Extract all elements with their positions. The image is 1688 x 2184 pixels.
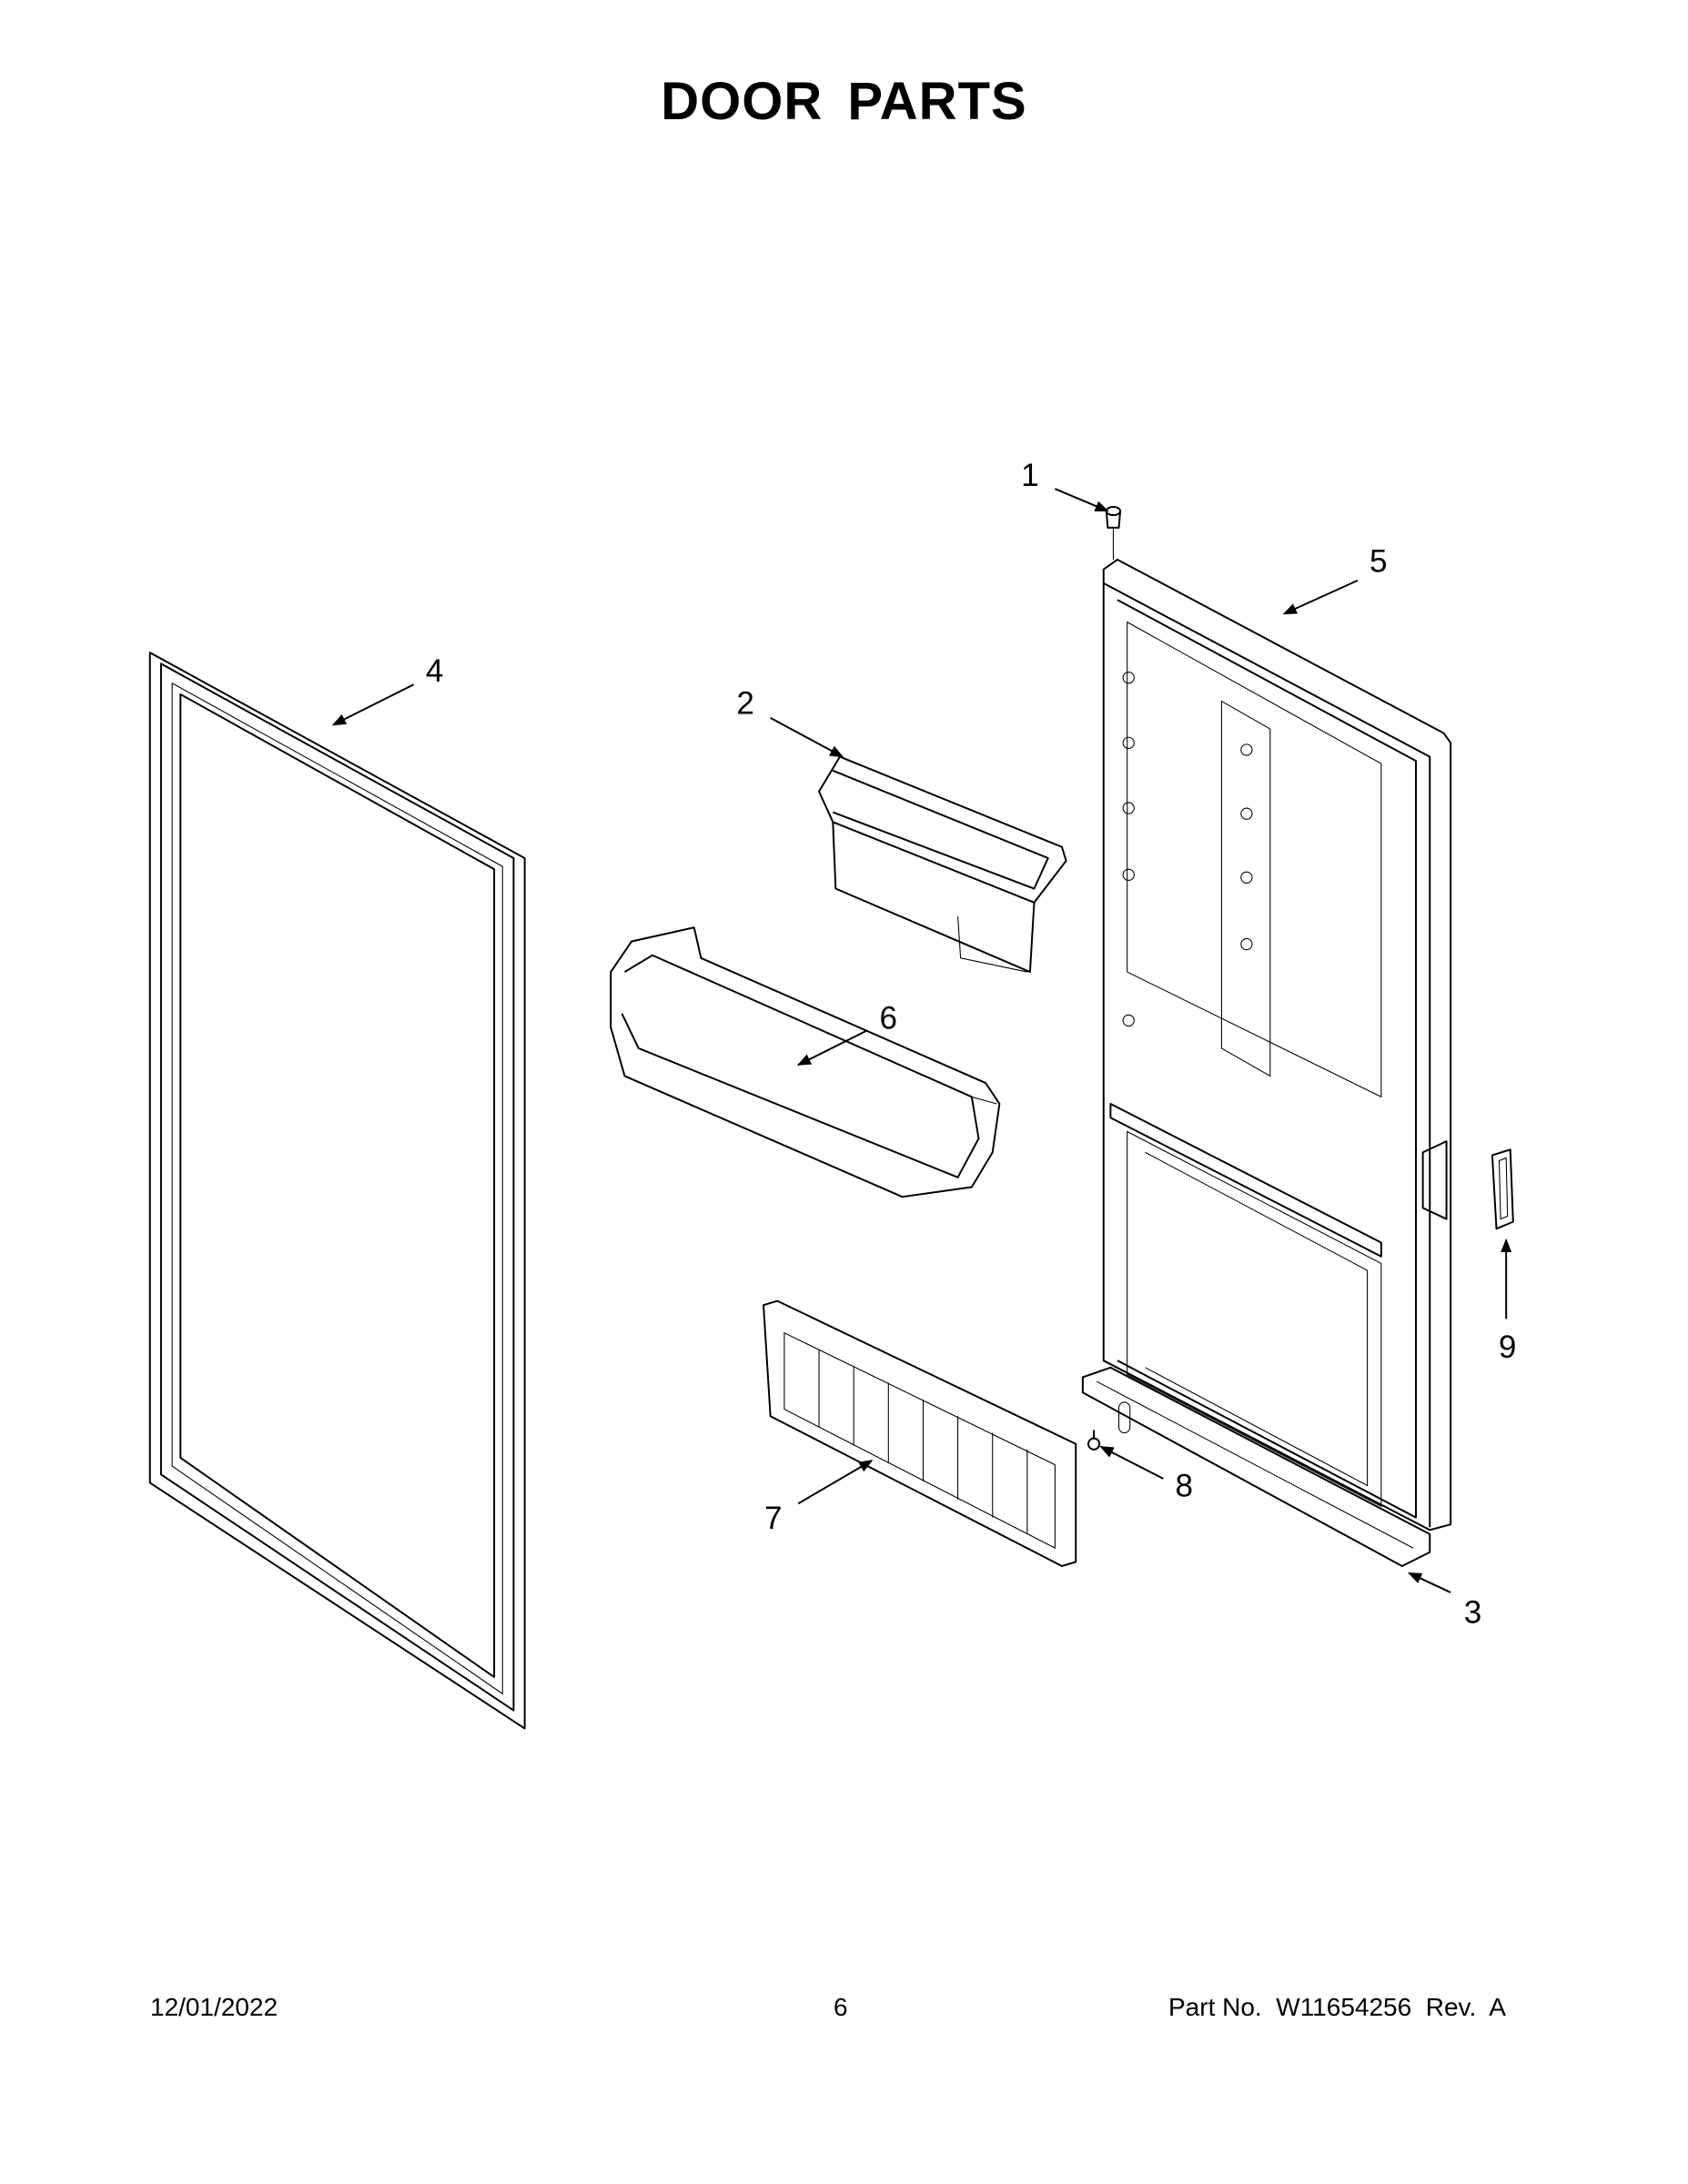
- arrow-1: [1054, 488, 1109, 512]
- footer-part-number: Part No. W11654256 Rev. A: [1168, 1993, 1506, 2021]
- arrow-8: [1099, 1445, 1164, 1480]
- arrow-4: [331, 683, 415, 726]
- arrow-3: [1407, 1572, 1451, 1593]
- door-liner: [1102, 558, 1452, 1532]
- callout-1: 1: [1021, 458, 1039, 493]
- callout-2: 2: [736, 685, 754, 721]
- screw: [1087, 1430, 1101, 1451]
- arrow-6: [796, 1029, 868, 1067]
- arrow-2: [770, 717, 844, 758]
- handle-insert: [1491, 1148, 1514, 1230]
- callout-arrows: [331, 488, 1512, 1593]
- callout-3: 3: [1464, 1595, 1482, 1631]
- callout-5: 5: [1370, 544, 1388, 580]
- callout-4: 4: [426, 653, 444, 689]
- arrow-5: [1282, 579, 1359, 615]
- bottom-hinge-bracket: [1081, 1366, 1431, 1567]
- door-gasket: [148, 652, 526, 1730]
- arrow-7: [797, 1460, 874, 1505]
- page-title: DOOR PARTS: [661, 72, 1027, 131]
- callout-9: 9: [1499, 1330, 1517, 1365]
- footer-date: 12/01/2022: [150, 1993, 278, 2021]
- liner-bumps: [1122, 672, 1253, 1027]
- callout-6: 6: [880, 1001, 898, 1036]
- door-guard: [763, 1299, 1077, 1567]
- callout-labels: 1 2 3 4 5 6 7 8 9: [426, 458, 1517, 1630]
- footer-page-number: 6: [834, 1993, 848, 2021]
- door-bin: [818, 755, 1067, 974]
- callout-8: 8: [1175, 1469, 1193, 1504]
- door-shelf-rail: [610, 926, 1001, 1198]
- hinge-bushing: [1105, 506, 1122, 560]
- callout-7: 7: [764, 1501, 783, 1536]
